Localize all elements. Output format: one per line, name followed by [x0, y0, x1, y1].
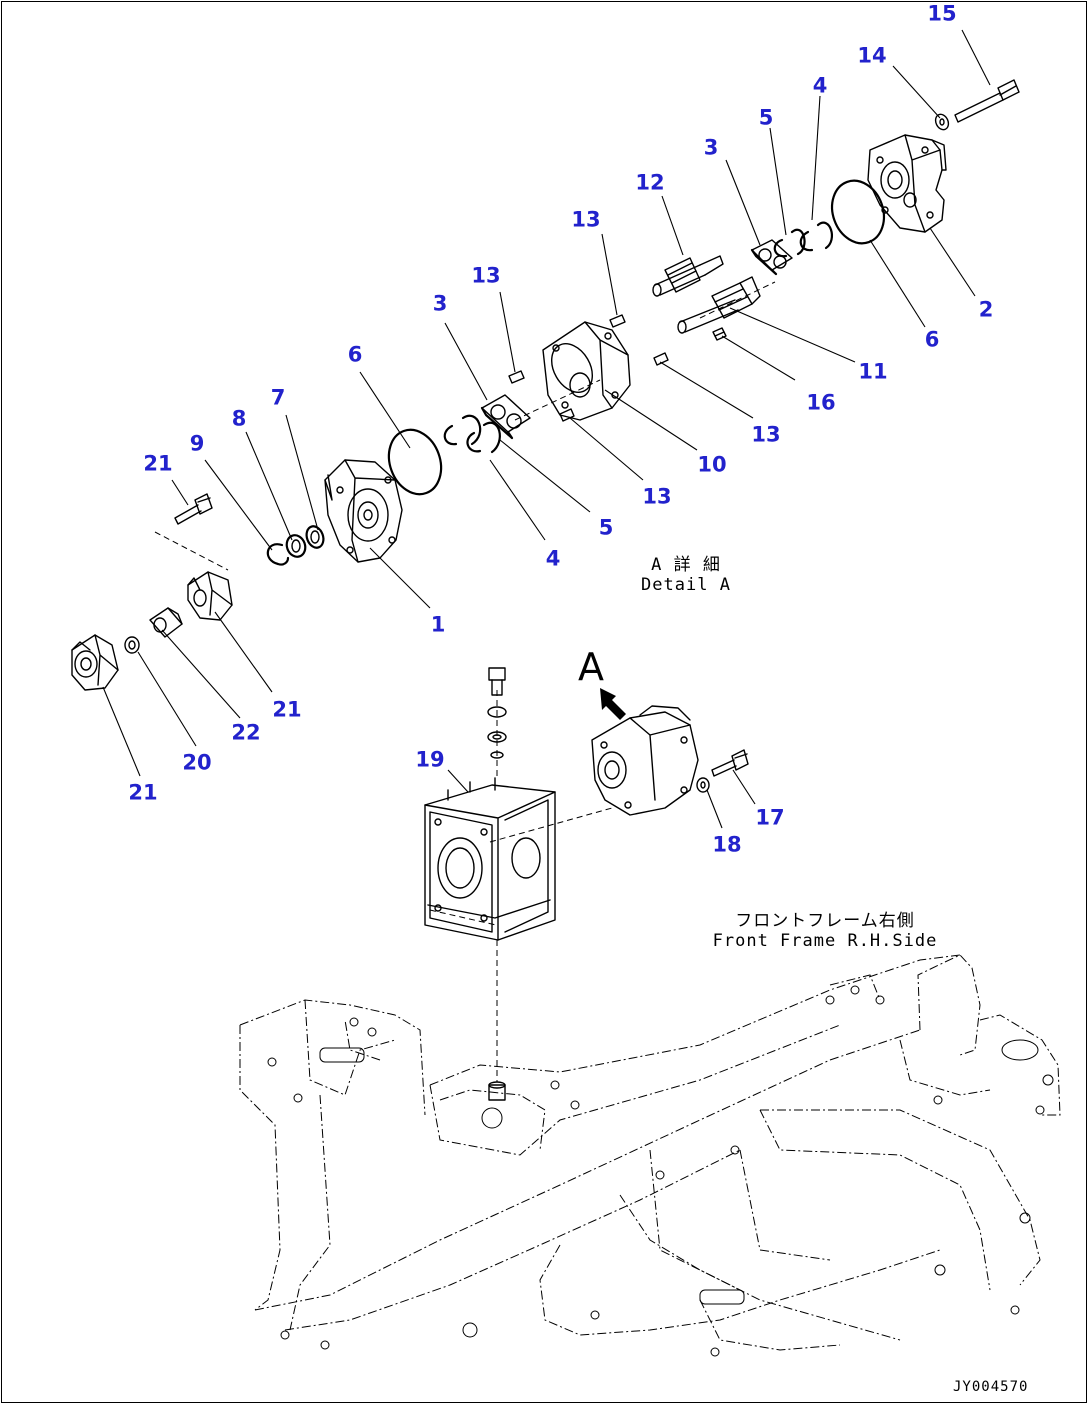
- callout-7: 7: [270, 385, 286, 410]
- frame-caption-jp: フロントフレーム右側: [735, 911, 915, 931]
- callout-12: 12: [635, 170, 665, 195]
- part-snapring-5b: [443, 414, 482, 446]
- part-flange-1: [324, 459, 403, 563]
- detail-caption-jp: A 詳 細: [651, 555, 721, 575]
- callout-4-upper: 4: [812, 73, 828, 98]
- part-stack-bolt: [487, 667, 507, 759]
- part-pin-13a: [609, 314, 626, 328]
- callout-13-right: 13: [751, 422, 781, 447]
- part-mount-bushing: [488, 1081, 506, 1101]
- part-snapring-4b: [466, 421, 501, 454]
- callout-3-lower: 3: [432, 291, 448, 316]
- frame-caption: フロントフレーム右側 Front Frame R.H.Side: [700, 911, 950, 951]
- callout-21-top: 21: [143, 451, 173, 476]
- part-seal-8: [285, 534, 307, 558]
- callout-19: 19: [415, 747, 445, 772]
- part-hub-22: [149, 607, 183, 638]
- part-washer-14: [934, 113, 950, 131]
- view-arrow: [600, 688, 626, 720]
- part-coupling-21b: [187, 571, 233, 621]
- callout-11: 11: [858, 359, 888, 384]
- callout-15: 15: [927, 1, 957, 26]
- callout-1: 1: [430, 612, 446, 637]
- callout-20: 20: [182, 750, 212, 775]
- leader-lines: [102, 29, 991, 829]
- part-gear-12: [652, 255, 724, 297]
- part-nut-20: [124, 636, 140, 654]
- part-pin-13b: [508, 370, 525, 384]
- callout-13-mid: 13: [471, 263, 501, 288]
- part-housing-10: [542, 321, 631, 421]
- part-pin-13c: [653, 352, 669, 366]
- part-ring-7: [305, 525, 325, 549]
- part-bolt-15: [954, 79, 1020, 123]
- part-snapring-5a: [773, 228, 806, 258]
- part-oring-6a: [830, 179, 886, 245]
- callout-13-top: 13: [571, 207, 601, 232]
- callout-5-upper: 5: [758, 105, 774, 130]
- callout-5-lower: 5: [598, 515, 614, 540]
- part-bolt-21a: [174, 493, 213, 525]
- callout-8: 8: [231, 406, 247, 431]
- callout-21-bottom: 21: [128, 780, 158, 805]
- callout-22: 22: [231, 720, 261, 745]
- part-pin-13d: [559, 408, 575, 422]
- part-plate-3a: [750, 239, 793, 276]
- callout-16: 16: [806, 390, 836, 415]
- callout-13-lower: 13: [642, 484, 672, 509]
- callout-6-lower: 6: [347, 342, 363, 367]
- part-bolt-17: [711, 749, 749, 777]
- part-washer-18: [696, 777, 710, 793]
- drawing-id: JY004570: [953, 1379, 1029, 1395]
- frame-caption-en: Front Frame R.H.Side: [712, 930, 938, 951]
- callout-6-upper: 6: [924, 327, 940, 352]
- callout-21-right: 21: [272, 697, 302, 722]
- detail-caption: A 詳 細 Detail A: [636, 555, 736, 595]
- assembly-lines: [154, 281, 776, 1082]
- front-frame: [239, 954, 1061, 1357]
- part-gear-11: [677, 276, 761, 334]
- callout-4-lower: 4: [545, 546, 561, 571]
- detail-caption-en: Detail A: [641, 574, 731, 595]
- part-snapring-4a: [799, 221, 834, 252]
- callout-9: 9: [189, 431, 205, 456]
- callout-3-upper: 3: [703, 135, 719, 160]
- callout-2: 2: [978, 297, 994, 322]
- part-coupling-21c: [71, 634, 119, 691]
- view-letter: A: [578, 645, 604, 689]
- callout-10: 10: [697, 452, 727, 477]
- part-snapring-9: [266, 543, 290, 566]
- callout-17: 17: [755, 805, 785, 830]
- part-bracket-19: [424, 777, 556, 941]
- pump-assembly: [591, 705, 699, 816]
- part-key-16: [712, 327, 727, 341]
- part-oring-6b: [387, 428, 443, 496]
- part-cover-2: [867, 134, 947, 233]
- callout-18: 18: [712, 832, 742, 857]
- part-plate-3b: [480, 394, 531, 440]
- callout-14: 14: [857, 43, 887, 68]
